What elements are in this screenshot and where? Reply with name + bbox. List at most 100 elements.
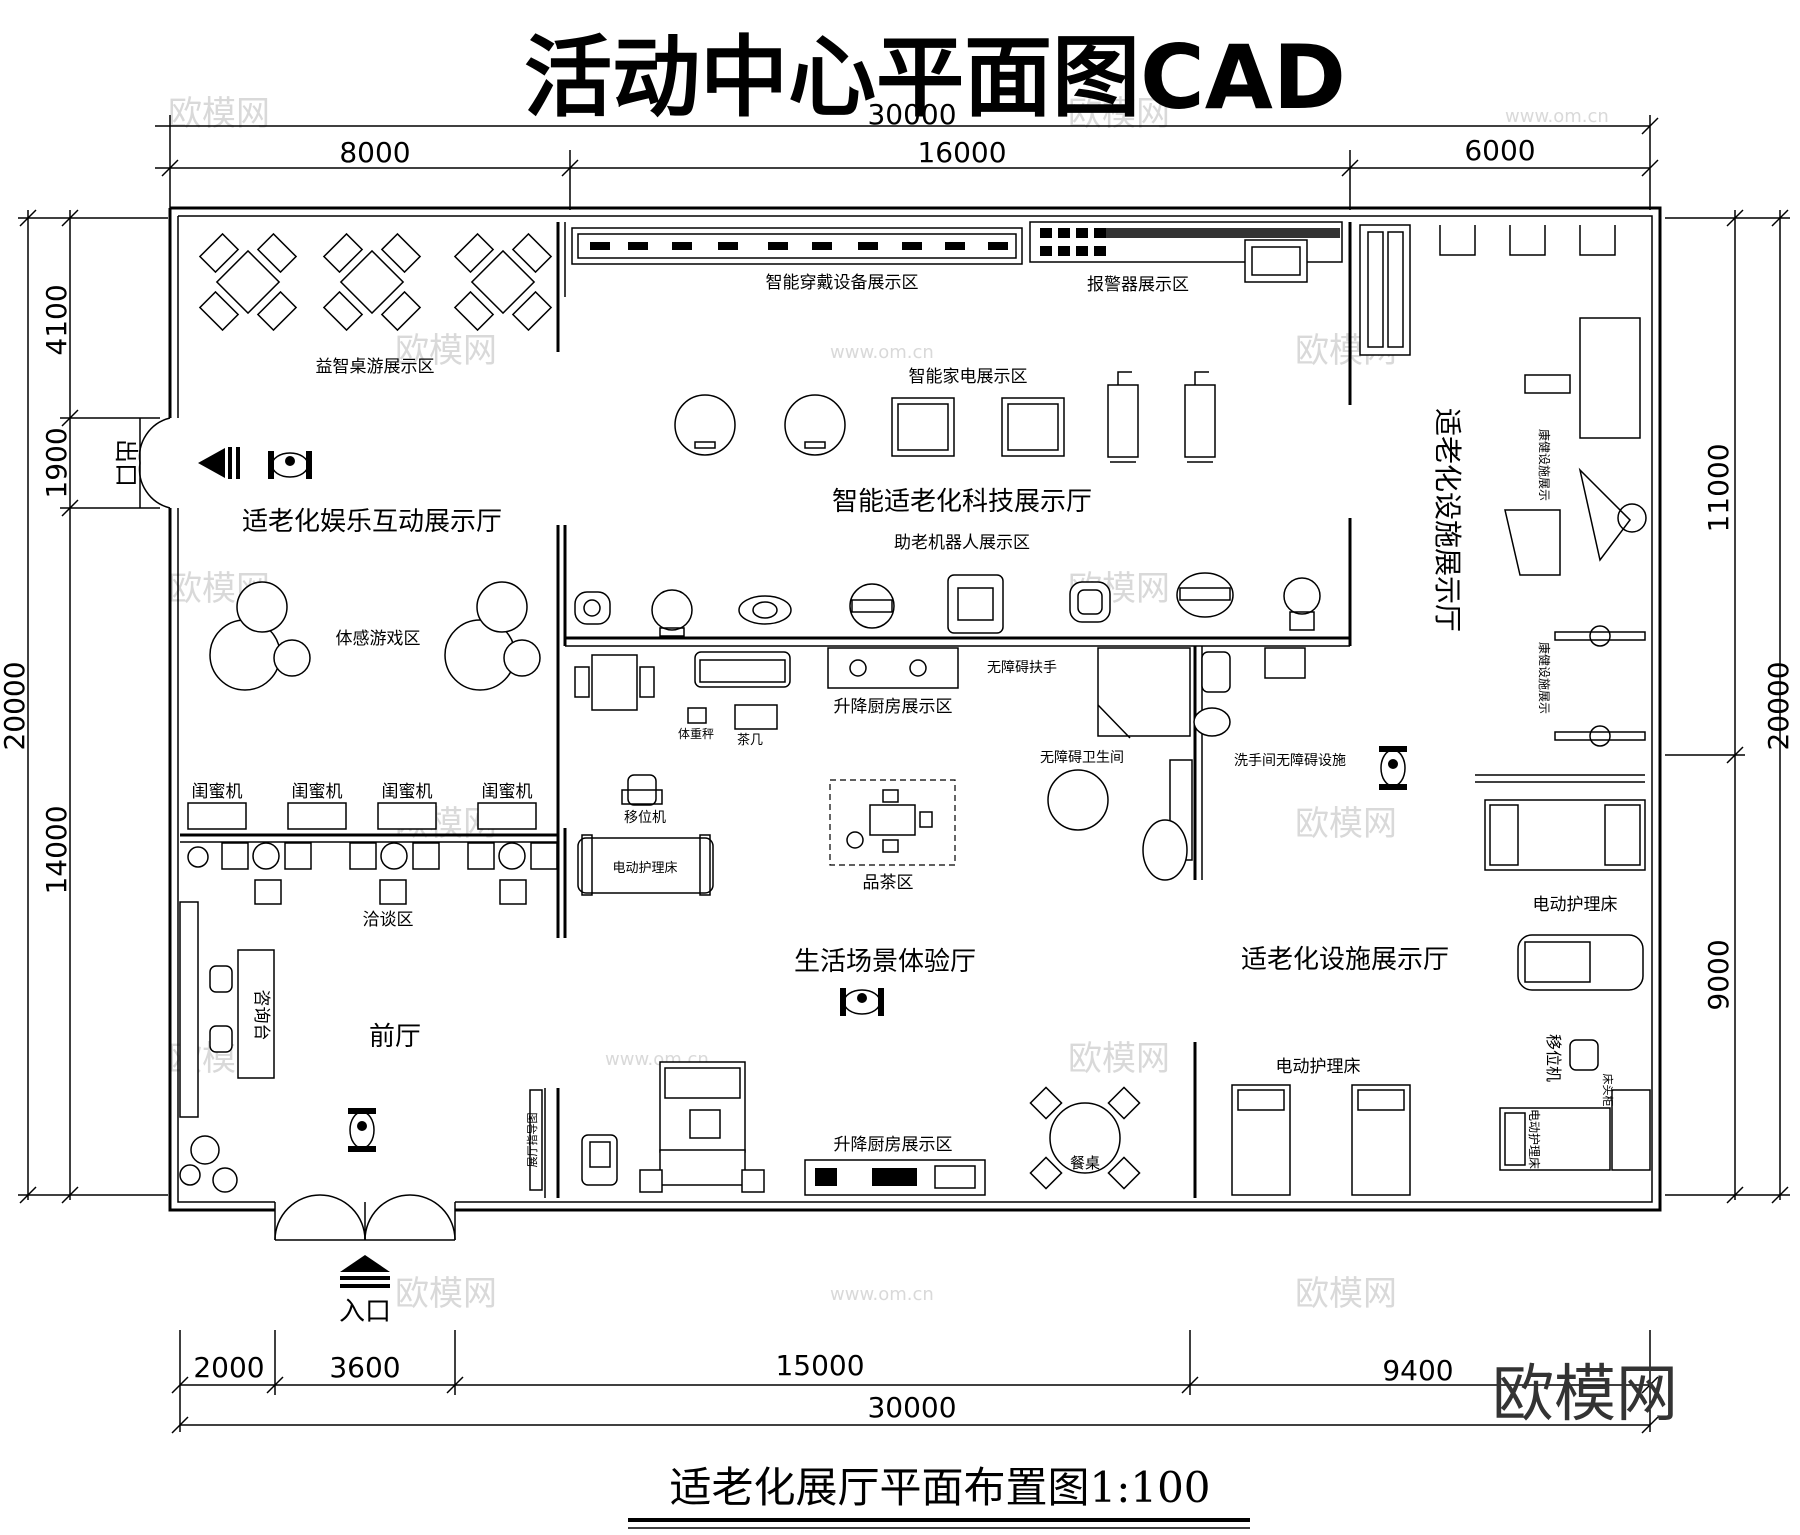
nursing-bed-2 — [1484, 799, 1646, 871]
zone-basin-facility: 洗手间无障碍设施 — [1234, 753, 1346, 769]
wheelchair-icon — [348, 1108, 376, 1152]
nursing-bed-1: 电动护理床 — [577, 834, 714, 896]
item-dining: 餐桌 — [1070, 1154, 1100, 1172]
dim-left-seg: 4100 — [40, 284, 73, 355]
guimi-label: 闺蜜机 — [192, 782, 243, 802]
zone-rehab-2: 康健设施展示 — [1537, 642, 1552, 714]
watermark: 欧模网 — [1295, 804, 1397, 844]
watermark-url: www.om.cn — [1505, 106, 1609, 127]
nursing-bed-label: 电动护理床 — [612, 861, 677, 876]
watermark: 欧模网 — [395, 1274, 497, 1314]
guimi-label: 闺蜜机 — [482, 782, 533, 802]
zone-robots: 助老机器人展示区 — [894, 533, 1030, 553]
item-scale: 体重秤 — [678, 727, 714, 741]
wheelchair-icon — [1379, 746, 1407, 790]
right-dimensions: 11000 9000 20000 — [1665, 209, 1795, 1204]
wheelchair-icon — [268, 451, 312, 479]
watermark: 欧模网 — [1295, 1274, 1397, 1314]
room-life-hall: 生活场景体验厅 — [794, 947, 976, 977]
dim-right-seg: 9000 — [1702, 939, 1735, 1010]
dim-left-seg: 1900 — [40, 427, 73, 498]
dim-bottom-total: 30000 — [867, 1391, 956, 1424]
exit-door[interactable]: 出口 — [112, 417, 240, 509]
item-transfer-1: 移位机 — [624, 810, 666, 826]
zone-accessible-toilet: 无障碍卫生间 — [1040, 750, 1124, 766]
motion-game-circles — [209, 581, 541, 691]
interior-walls — [180, 222, 1645, 1198]
rehab-equipment — [1359, 224, 1647, 747]
dim-left-total: 20000 — [0, 661, 31, 750]
room-entertainment-hall: 适老化娱乐互动展示厅 — [242, 507, 502, 537]
zone-tea-area: 品茶区 — [863, 873, 914, 893]
alarms-shelf — [1029, 221, 1343, 283]
bed — [639, 1061, 765, 1193]
zone-wearables: 智能穿戴设备展示区 — [766, 273, 919, 293]
talk-area-seating — [187, 842, 558, 905]
reception-desk: 咨询台 — [179, 901, 275, 1193]
guimi-label: 闺蜜机 — [292, 782, 343, 802]
top-dimensions: 30000 8000 16000 6000 — [155, 98, 1659, 210]
wearables-shelf — [571, 227, 1023, 265]
watermark-url: www.om.cn — [830, 1284, 934, 1305]
watermark-url: www.om.cn — [830, 342, 934, 363]
reception-label: 咨询台 — [251, 990, 271, 1041]
watermark: 欧模网 — [395, 331, 497, 371]
turning-circle — [1047, 769, 1109, 831]
zone-handrail: 无障碍扶手 — [987, 660, 1057, 676]
outer-walls — [168, 206, 1662, 1212]
room-tech-hall: 智能适老化科技展示厅 — [832, 487, 1092, 517]
nursing-bed-3 — [1231, 1084, 1411, 1196]
watermarks: 欧模网 欧模网 www.om.cn 欧模网 www.om.cn 欧模网 欧模网 … — [168, 94, 1609, 1314]
zone-lift-kitchen-2: 升降厨房展示区 — [834, 1135, 953, 1155]
room-facility-hall-vertical: 适老化设施展示厅 — [1431, 408, 1464, 632]
dim-top-total: 30000 — [867, 98, 956, 131]
item-guide-board: 展厅指导图 — [525, 1113, 539, 1168]
wheelchair-icon — [840, 988, 884, 1016]
dim-bottom-seg: 3600 — [329, 1351, 400, 1384]
watermark: 欧模网 — [1068, 94, 1170, 134]
dim-left-seg: 14000 — [40, 805, 73, 894]
item-transfer-2: 移位机 — [1544, 1034, 1563, 1082]
transfer-machine — [621, 774, 663, 806]
accessible-toilet — [1097, 647, 1306, 881]
dim-bottom-seg: 2000 — [193, 1351, 264, 1384]
zone-lift-kitchen-1: 升降厨房展示区 — [834, 697, 953, 717]
life-hall-furniture — [574, 647, 959, 730]
plan-title: 活动中心平面图CAD — [524, 26, 1346, 129]
nursing-bed-label: 电动护理床 — [1527, 1109, 1541, 1169]
guimi-label: 闺蜜机 — [382, 782, 433, 802]
brand-watermark: 欧模网 — [1492, 1357, 1678, 1430]
dim-top-seg: 16000 — [917, 136, 1006, 169]
watermark: 欧模网 — [168, 94, 270, 134]
entrance-label: 入口 — [339, 1297, 391, 1327]
dim-top-seg: 6000 — [1464, 134, 1535, 167]
dim-bottom-seg: 9400 — [1382, 1354, 1453, 1387]
lift-kitchen-2 — [804, 1159, 986, 1196]
guimi-machines: 闺蜜机 闺蜜机 闺蜜机 闺蜜机 — [187, 782, 537, 830]
zone-alarms: 报警器展示区 — [1087, 275, 1189, 295]
item-bedside: 床头柜 — [1601, 1074, 1615, 1107]
transfer-machine-2 — [1569, 1039, 1599, 1071]
nursing-bed-label: 电动护理床 — [1533, 895, 1618, 915]
nursing-bed-4: 电动护理床 — [1499, 1089, 1651, 1171]
bottom-dimensions: 2000 3600 15000 9400 30000 — [171, 1330, 1659, 1434]
robots — [574, 572, 1321, 637]
dim-right-seg: 11000 — [1702, 443, 1735, 532]
tea-table-set — [829, 779, 956, 866]
dining-table: 餐桌 — [1029, 1086, 1141, 1190]
dim-right-total: 20000 — [1762, 661, 1795, 750]
left-dimensions: 20000 4100 1900 14000 — [0, 209, 168, 1204]
wheelchair-large — [1517, 934, 1644, 991]
entrance-door[interactable]: 入口 — [274, 1194, 456, 1327]
walker — [581, 1134, 618, 1186]
zone-appliances: 智能家电展示区 — [909, 367, 1028, 387]
plan-subtitle: 适老化展厅平面布置图1:100 — [669, 1463, 1210, 1512]
zone-motion-games: 体感游戏区 — [336, 629, 421, 649]
item-tea-table: 茶几 — [737, 732, 763, 748]
dim-bottom-seg: 15000 — [775, 1349, 864, 1382]
room-lobby: 前厅 — [369, 1022, 421, 1052]
guide-board: 展厅指导图 — [525, 1089, 543, 1191]
board-game-tables — [198, 232, 553, 332]
watermark: 欧模网 — [1068, 1039, 1170, 1079]
nursing-bed-label: 电动护理床 — [1276, 1057, 1361, 1077]
